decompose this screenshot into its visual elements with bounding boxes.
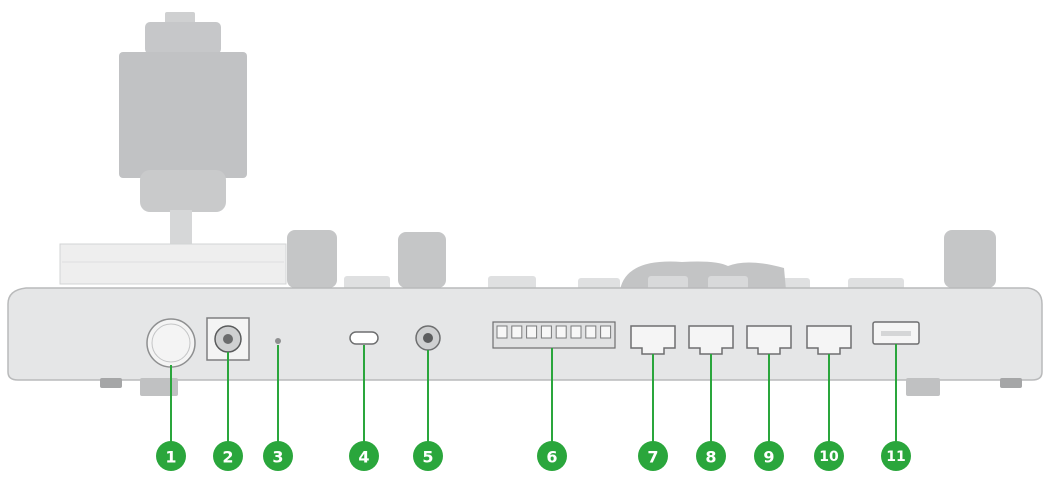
terminal-block <box>492 321 616 349</box>
terminal-slot <box>540 325 552 339</box>
indicator-pinhole <box>275 338 281 344</box>
callout-8: 8 <box>696 354 726 471</box>
callout-2: 2 <box>213 352 243 471</box>
terminal-slot <box>526 325 538 339</box>
callout-label: 5 <box>422 448 433 467</box>
callout-label: 9 <box>763 448 774 467</box>
terminal-slot <box>585 325 597 339</box>
callout-9: 9 <box>754 354 784 471</box>
callout-4: 4 <box>349 345 379 471</box>
callout-label: 11 <box>886 449 905 465</box>
terminal-slot <box>511 325 523 339</box>
callout-label: 7 <box>647 448 658 467</box>
terminal-slot <box>555 325 567 339</box>
usb-c-port <box>349 331 379 345</box>
callout-7: 7 <box>638 354 668 471</box>
terminal-slot <box>600 325 612 339</box>
callout-10: 10 <box>814 354 844 471</box>
joystick <box>119 12 247 248</box>
usb-a-port <box>872 321 920 345</box>
callout-label: 2 <box>222 448 233 467</box>
rj45-port-4 <box>806 325 852 355</box>
xlr-round-connector <box>146 318 196 368</box>
callout-label: 6 <box>546 448 557 467</box>
callout-3: 3 <box>263 345 293 471</box>
callouts: 1 2 3 4 5 6 7 <box>156 344 911 471</box>
top-deck <box>59 243 287 285</box>
rj45-port-1 <box>630 325 676 355</box>
ports <box>146 317 920 368</box>
callout-label: 10 <box>819 449 839 465</box>
callout-label: 4 <box>358 448 369 467</box>
zoom-rocker <box>620 261 786 290</box>
terminal-slot <box>570 325 582 339</box>
callout-label: 3 <box>272 448 283 467</box>
terminal-slot <box>496 325 508 339</box>
callout-6: 6 <box>537 348 567 471</box>
callout-11: 11 <box>881 344 911 471</box>
callout-label: 8 <box>705 448 716 467</box>
callout-1: 1 <box>156 365 186 471</box>
rj45-port-2 <box>688 325 734 355</box>
audio-jack <box>415 325 441 351</box>
callout-label: 1 <box>165 448 176 467</box>
rj45-port-3 <box>746 325 792 355</box>
callout-5: 5 <box>413 350 443 471</box>
